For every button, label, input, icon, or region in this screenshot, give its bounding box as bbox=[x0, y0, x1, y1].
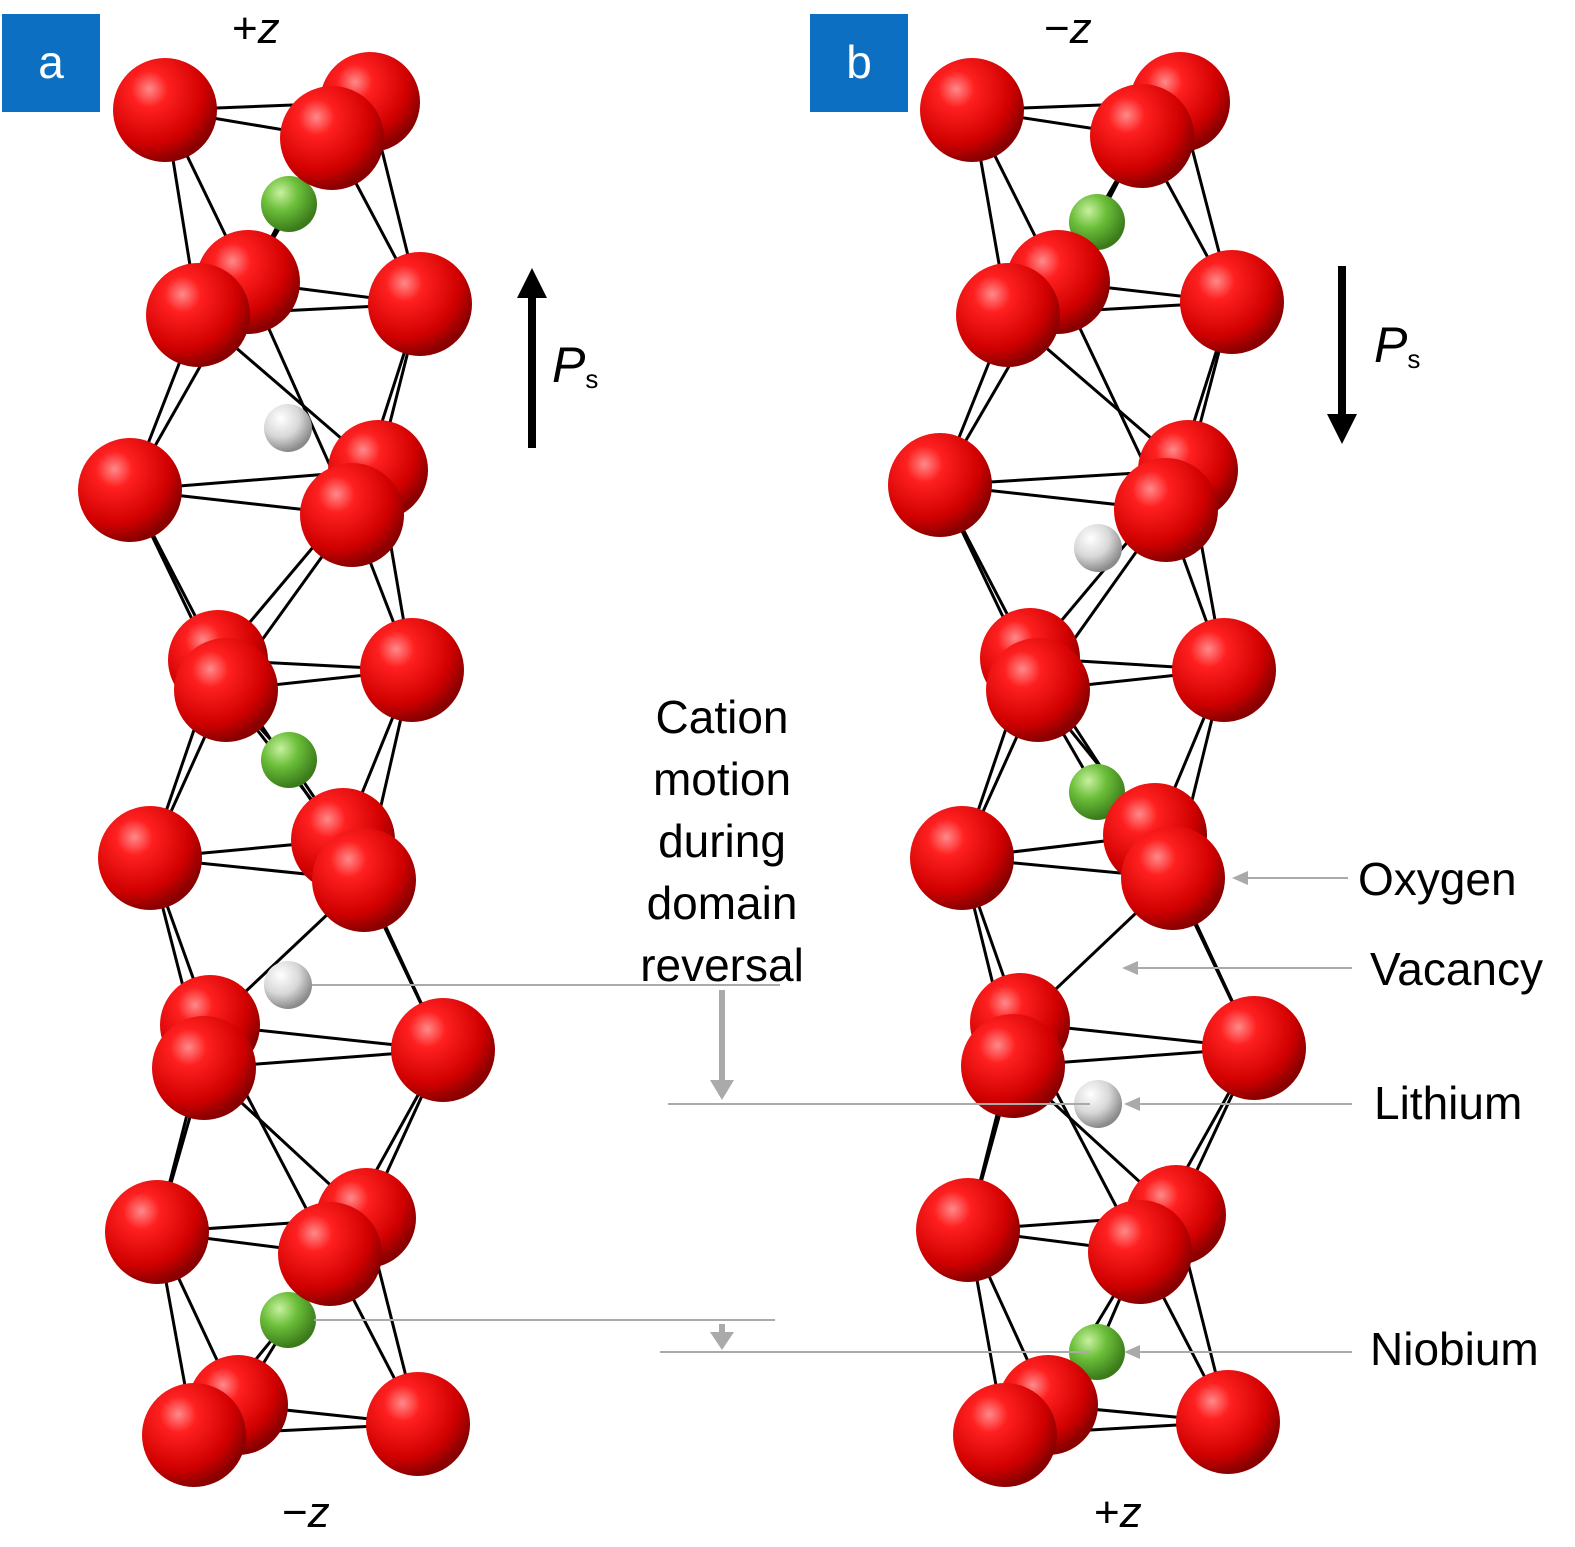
lithium-displacement-arrow bbox=[710, 990, 734, 1100]
oxygen-atom bbox=[278, 1202, 382, 1306]
polarization-label-a: Ps bbox=[552, 336, 598, 395]
oxygen-atom bbox=[78, 438, 182, 542]
oxygen-atom bbox=[1176, 1370, 1280, 1474]
axis-sign: − bbox=[1044, 4, 1070, 53]
axis-bottom-label-a: −z bbox=[282, 1488, 330, 1538]
polarization-subscript: s bbox=[1407, 344, 1421, 374]
niobium-displacement-arrow bbox=[710, 1324, 734, 1350]
niobium-atom bbox=[1069, 194, 1125, 250]
niobium-atom bbox=[1069, 1324, 1125, 1380]
oxygen-atom bbox=[888, 433, 992, 537]
axis-bottom-label-b: +z bbox=[1094, 1488, 1142, 1538]
oxygen-atom bbox=[961, 1014, 1065, 1118]
oxygen-atom bbox=[98, 806, 202, 910]
oxygen-atom bbox=[113, 58, 217, 162]
polarization-arrow-up bbox=[517, 268, 547, 448]
panel-a-structure bbox=[78, 52, 495, 1487]
oxygen-atom bbox=[986, 638, 1090, 742]
oxygen-atom bbox=[920, 58, 1024, 162]
oxygen-atom bbox=[146, 263, 250, 367]
polarization-symbol: P bbox=[1374, 317, 1408, 373]
legend-oxygen-label: Oxygen bbox=[1358, 853, 1517, 905]
lithium-atom bbox=[264, 961, 312, 1009]
oxygen-atom bbox=[368, 252, 472, 356]
axis-top-label-a: +z bbox=[232, 4, 280, 54]
panel-label-b: b bbox=[810, 14, 908, 112]
caption-line: motion bbox=[652, 753, 792, 805]
polarization-subscript: s bbox=[585, 364, 599, 394]
vacancy-pointer bbox=[1122, 961, 1352, 975]
caption-line: during bbox=[658, 815, 786, 867]
oxygen-atom bbox=[953, 1383, 1057, 1487]
axis-top-label-b: −z bbox=[1044, 4, 1092, 54]
legend-vacancy-label: Vacancy bbox=[1370, 943, 1544, 995]
niobium-atom bbox=[261, 732, 317, 788]
oxygen-atom bbox=[1121, 826, 1225, 930]
legend-lithium-label: Lithium bbox=[1374, 1077, 1523, 1129]
oxygen-atom bbox=[1090, 84, 1194, 188]
oxygen-atom bbox=[360, 618, 464, 722]
axis-letter: z bbox=[307, 1488, 330, 1537]
oxygen-atom bbox=[1088, 1200, 1192, 1304]
niobium-pointer bbox=[1124, 1345, 1352, 1359]
oxygen-atom bbox=[152, 1016, 256, 1120]
caption-line: reversal bbox=[640, 939, 804, 991]
caption-line: Cation bbox=[655, 691, 789, 743]
lithium-atom bbox=[1074, 1080, 1122, 1128]
axis-sign: − bbox=[282, 1488, 308, 1537]
oxygen-pointer bbox=[1232, 871, 1348, 885]
axis-letter: z bbox=[1069, 4, 1092, 53]
oxygen-atom bbox=[312, 828, 416, 932]
axis-letter: z bbox=[257, 4, 280, 53]
niobium-atom bbox=[1069, 764, 1125, 820]
panel-b-structure bbox=[888, 52, 1306, 1487]
oxygen-atom bbox=[1202, 996, 1306, 1100]
oxygen-atom bbox=[174, 638, 278, 742]
axis-sign: + bbox=[1094, 1488, 1120, 1537]
legend-niobium-label: Niobium bbox=[1370, 1323, 1539, 1375]
oxygen-atom bbox=[391, 998, 495, 1102]
oxygen-atom bbox=[105, 1180, 209, 1284]
caption-line: domain bbox=[646, 877, 798, 929]
oxygen-atom bbox=[142, 1383, 246, 1487]
cation-motion-caption: Cation motion during domain reversal bbox=[612, 686, 832, 996]
oxygen-atom bbox=[910, 806, 1014, 910]
oxygen-atom bbox=[300, 463, 404, 567]
lithium-atom bbox=[264, 404, 312, 452]
panel-label-a: a bbox=[2, 14, 100, 112]
oxygen-atom bbox=[916, 1178, 1020, 1282]
oxygen-atom bbox=[1172, 618, 1276, 722]
oxygen-atom bbox=[1114, 458, 1218, 562]
oxygen-atom bbox=[366, 1372, 470, 1476]
niobium-atom bbox=[261, 176, 317, 232]
polarization-symbol: P bbox=[552, 337, 586, 393]
lithium-atom bbox=[1074, 524, 1122, 572]
axis-letter: z bbox=[1119, 1488, 1142, 1537]
annotation-lines bbox=[312, 266, 1357, 1359]
oxygen-atom bbox=[956, 263, 1060, 367]
niobium-atom bbox=[260, 1292, 316, 1348]
oxygen-atom bbox=[1180, 250, 1284, 354]
oxygen-atom bbox=[280, 86, 384, 190]
lithium-pointer bbox=[1124, 1097, 1352, 1111]
polarization-label-b: Ps bbox=[1374, 316, 1420, 375]
polarization-arrow-down bbox=[1327, 266, 1357, 444]
axis-sign: + bbox=[232, 4, 258, 53]
